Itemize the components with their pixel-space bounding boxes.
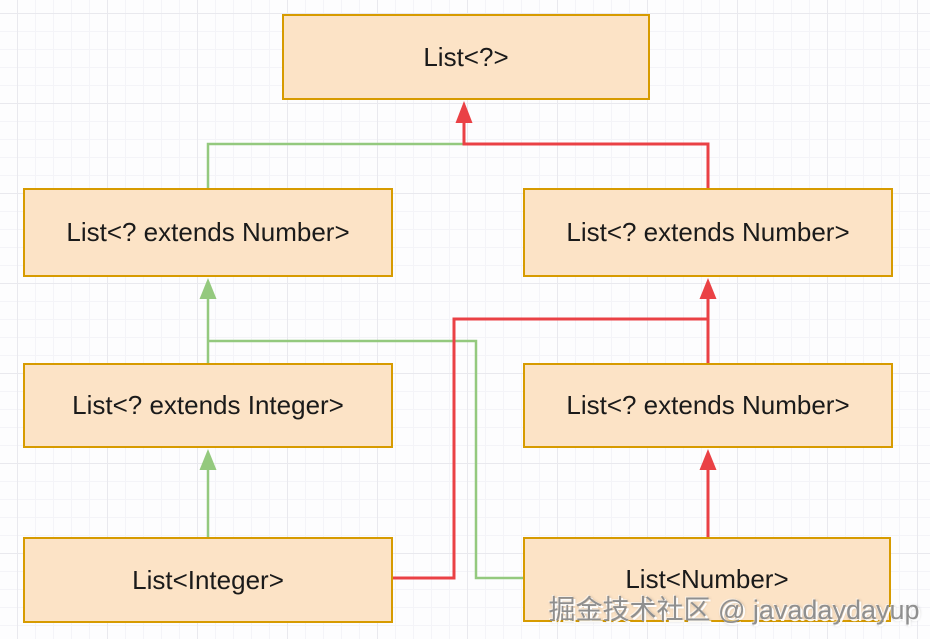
node-list-number: List<Number> (523, 537, 891, 622)
node-list-extends-number-mid-left: List<? extends Number> (23, 188, 393, 277)
node-list-wildcard: List<?> (282, 14, 650, 100)
node-list-extends-number-mid-right: List<? extends Number> (523, 188, 893, 277)
node-list-extends-integer: List<? extends Integer> (23, 363, 393, 448)
arrowhead-midleft-green (199, 278, 217, 299)
edge-midleft-to-top (206, 142, 464, 188)
edge-midright-to-top (462, 120, 710, 188)
arrowhead-lowleft-green (199, 449, 217, 470)
arrowhead-midright-red (699, 278, 717, 299)
node-list-integer: List<Integer> (23, 537, 393, 623)
node-list-extends-number-low-right: List<? extends Number> (523, 363, 893, 448)
arrowhead-top-red (455, 101, 473, 123)
edge-bottomleft-to-midright (393, 317, 708, 580)
arrowhead-lowright-red (699, 449, 717, 470)
edge-bottomright-to-midleft (208, 339, 523, 580)
